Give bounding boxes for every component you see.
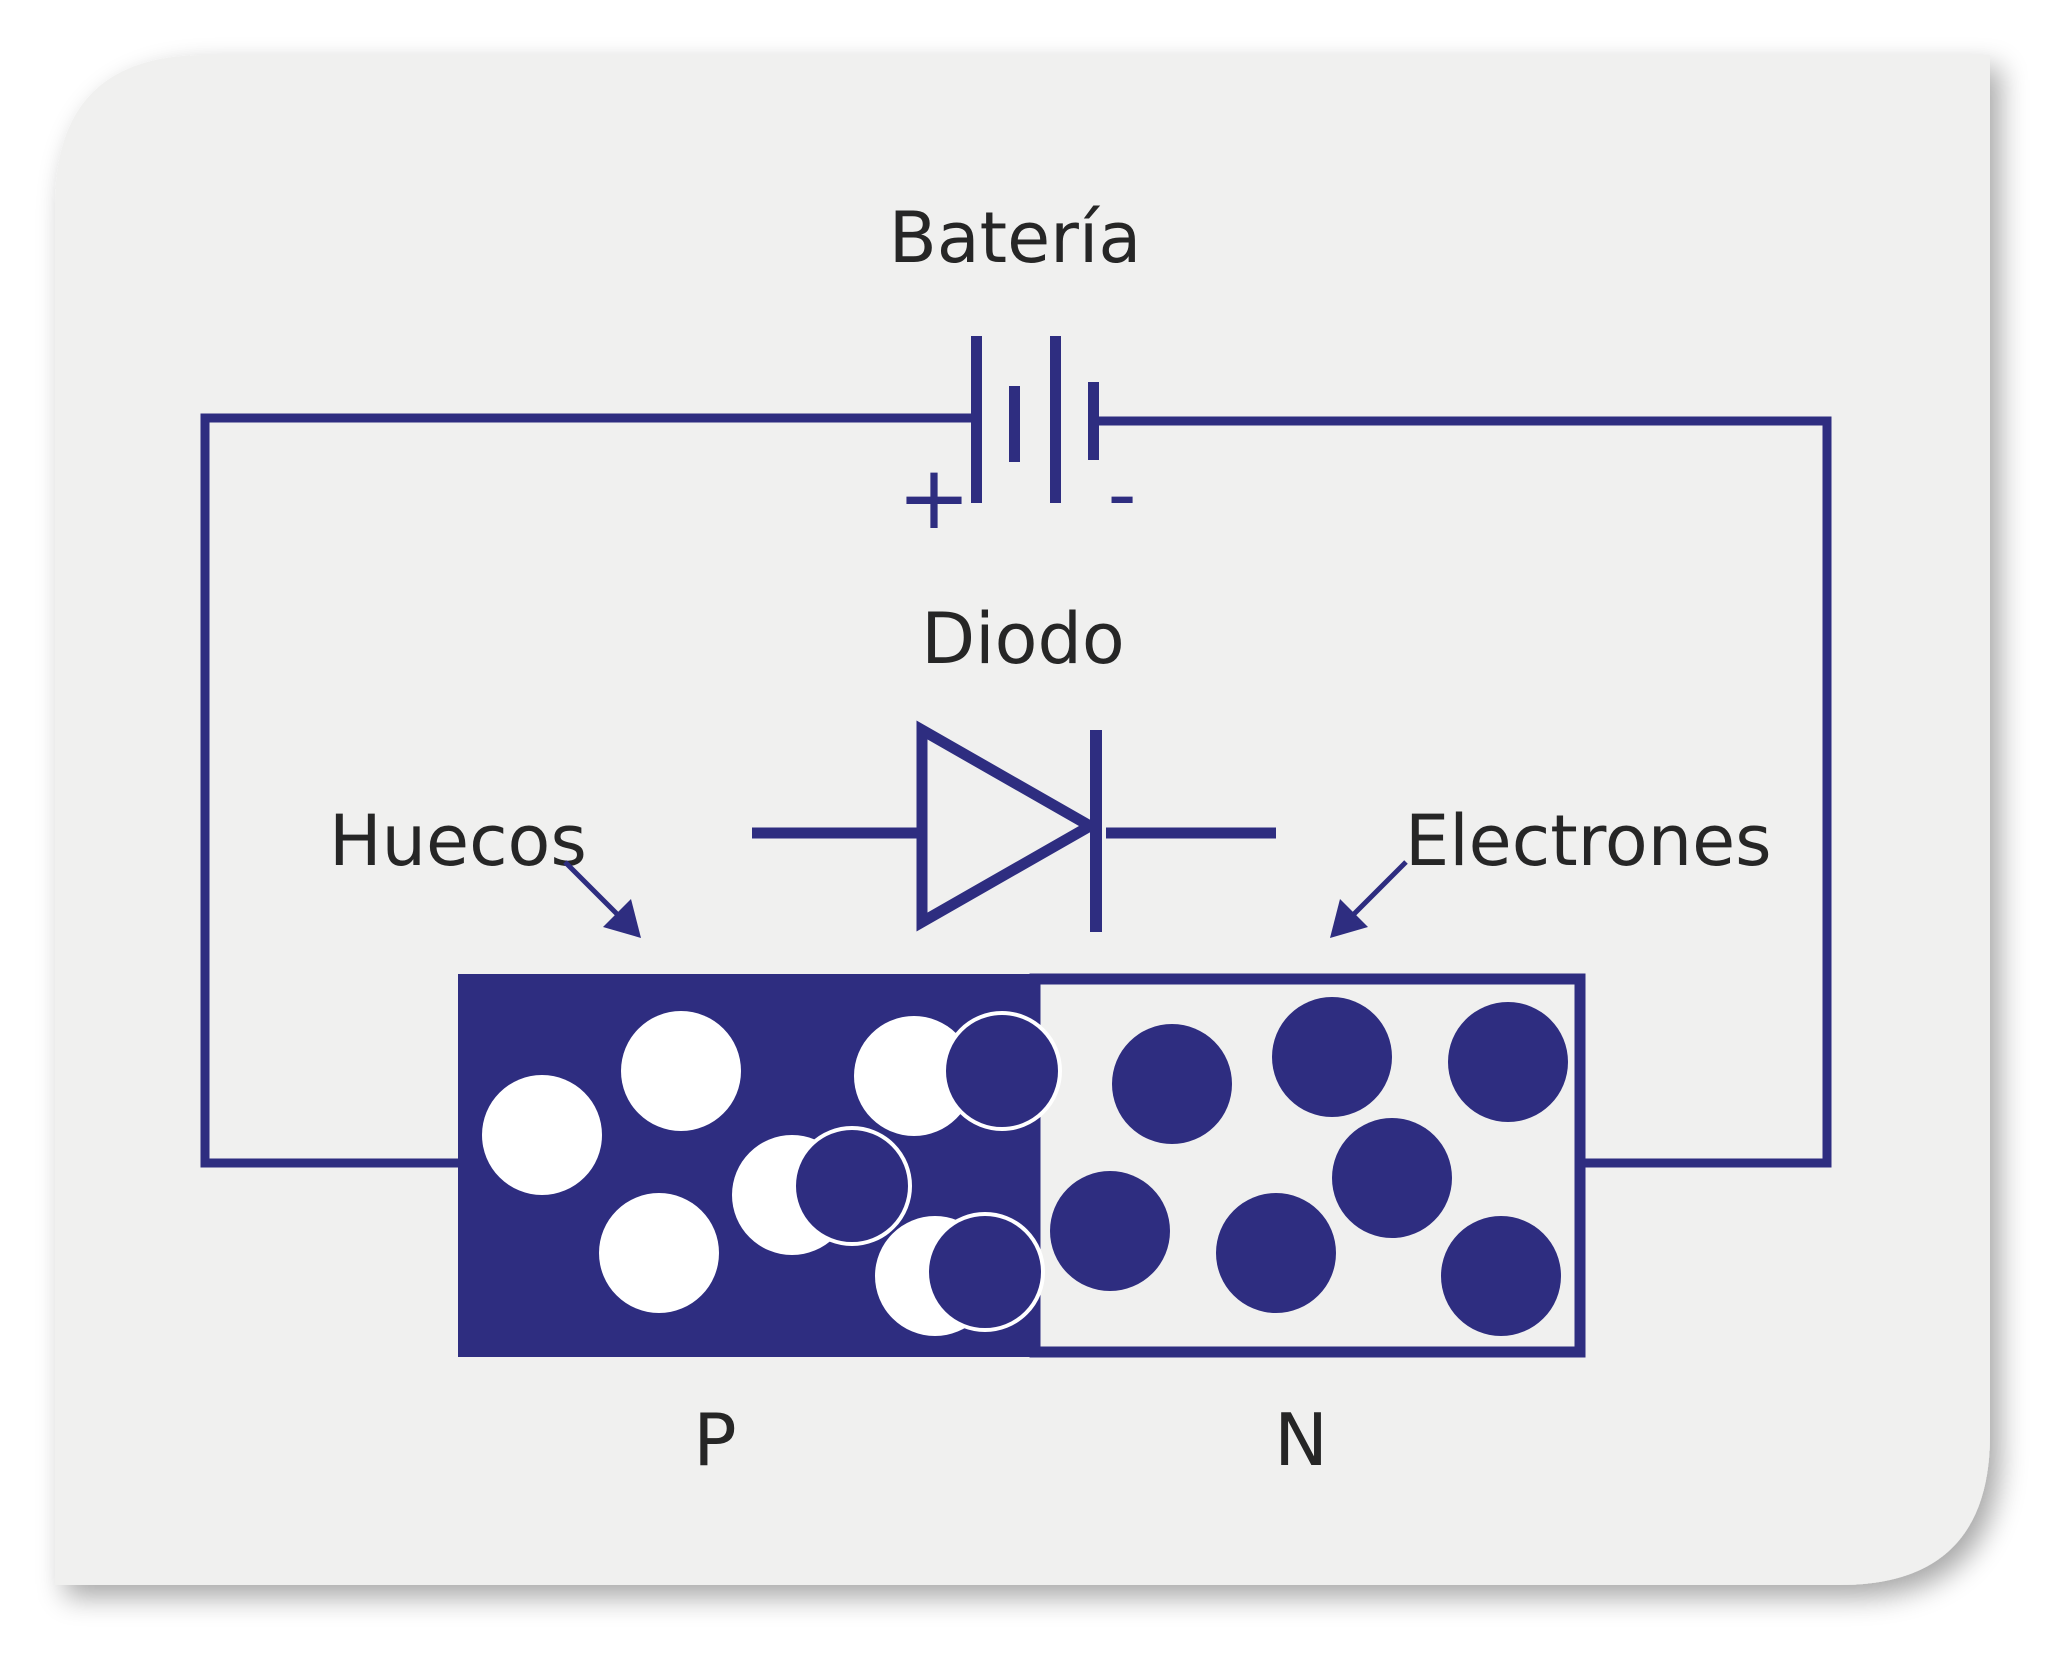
- holes-arrow-head: [603, 899, 641, 938]
- holes-arrow: [563, 860, 641, 938]
- electrons-arrow: [1330, 860, 1408, 938]
- battery-plate-long-2: [1050, 336, 1061, 503]
- electron: [1050, 1171, 1170, 1291]
- electron: [1332, 1118, 1452, 1238]
- electron: [792, 1126, 912, 1246]
- wire-right: [1095, 416, 1832, 1168]
- electron: [1272, 997, 1392, 1117]
- hole: [599, 1193, 719, 1313]
- hole: [621, 1011, 741, 1131]
- electrons-arrow-head: [1330, 899, 1368, 938]
- electron: [1216, 1193, 1336, 1313]
- electron: [1441, 1216, 1561, 1336]
- battery-label: Batería: [889, 197, 1142, 279]
- circuit-wire: [200, 413, 1832, 1168]
- battery-plate-long-1: [971, 336, 982, 503]
- electron: [1448, 1002, 1568, 1122]
- p-label: P: [693, 1398, 736, 1482]
- diode-symbol: [752, 720, 1276, 932]
- wire-left: [200, 413, 975, 1168]
- n-label: N: [1274, 1398, 1328, 1482]
- battery-plate-short-2: [1088, 382, 1099, 460]
- carriers: [482, 997, 1568, 1336]
- electron: [1112, 1024, 1232, 1144]
- electrons-label: Electrones: [1405, 800, 1772, 882]
- battery-plate-short-1: [1009, 386, 1020, 462]
- battery-plus-sign: +: [897, 446, 971, 549]
- electron: [942, 1011, 1062, 1131]
- hole: [854, 1016, 974, 1136]
- diode-triangle: [916, 720, 1102, 932]
- junction-outline: [458, 974, 1585, 1357]
- hole: [482, 1075, 602, 1195]
- diode-label: Diodo: [921, 598, 1124, 680]
- battery-minus-sign: -: [1108, 448, 1137, 541]
- battery-symbol: [971, 336, 1099, 503]
- electron: [925, 1212, 1045, 1332]
- holes-label: Huecos: [329, 800, 587, 882]
